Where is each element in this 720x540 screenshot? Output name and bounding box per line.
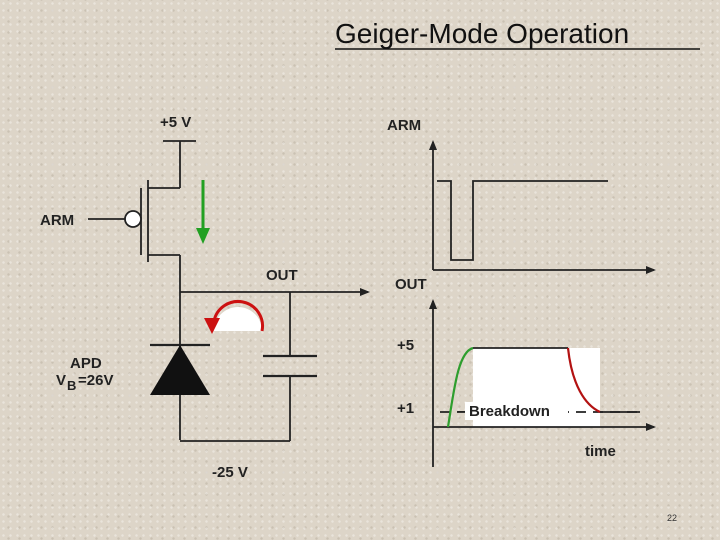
arm-input-label: ARM: [40, 212, 74, 229]
red-arrowhead-icon: [204, 318, 220, 334]
vminus-label: -25 V: [212, 464, 248, 481]
out-label: OUT: [266, 267, 298, 284]
breakdown-label-bg: [465, 402, 568, 420]
out-timing-plot: [429, 299, 656, 467]
vb-subscript-label: B: [67, 378, 76, 393]
arm-timing-plot: [429, 140, 656, 274]
plus1-tick-label: +1: [397, 400, 414, 417]
apd-diode-icon: [150, 345, 210, 395]
gate-bubble: [124, 210, 142, 228]
plus5-tick-label: +5: [397, 337, 414, 354]
arm-waveform: [437, 180, 608, 261]
slide-title: Geiger-Mode Operation: [335, 18, 629, 49]
breakdown-dash-glyph: –: [457, 403, 465, 420]
page-number: 22: [667, 513, 677, 523]
time-axis-label: time: [585, 443, 616, 460]
breakdown-label: Breakdown: [469, 403, 550, 420]
apd-label: APD: [70, 355, 102, 372]
red-return-arrow-icon: [212, 300, 264, 332]
rising-edge-curve: [446, 346, 474, 428]
green-down-arrow-icon: [196, 228, 210, 244]
arm-axis-label: ARM: [387, 117, 421, 134]
vb-v-label: V: [56, 372, 66, 389]
circuit-schematic: [88, 140, 370, 442]
vplus-label: +5 V: [160, 114, 191, 131]
falling-edge-curve: [566, 347, 601, 413]
out-axis-label: OUT: [395, 276, 427, 293]
red-arc-fill: [214, 307, 262, 331]
vb-value-label: =26V: [78, 372, 113, 389]
